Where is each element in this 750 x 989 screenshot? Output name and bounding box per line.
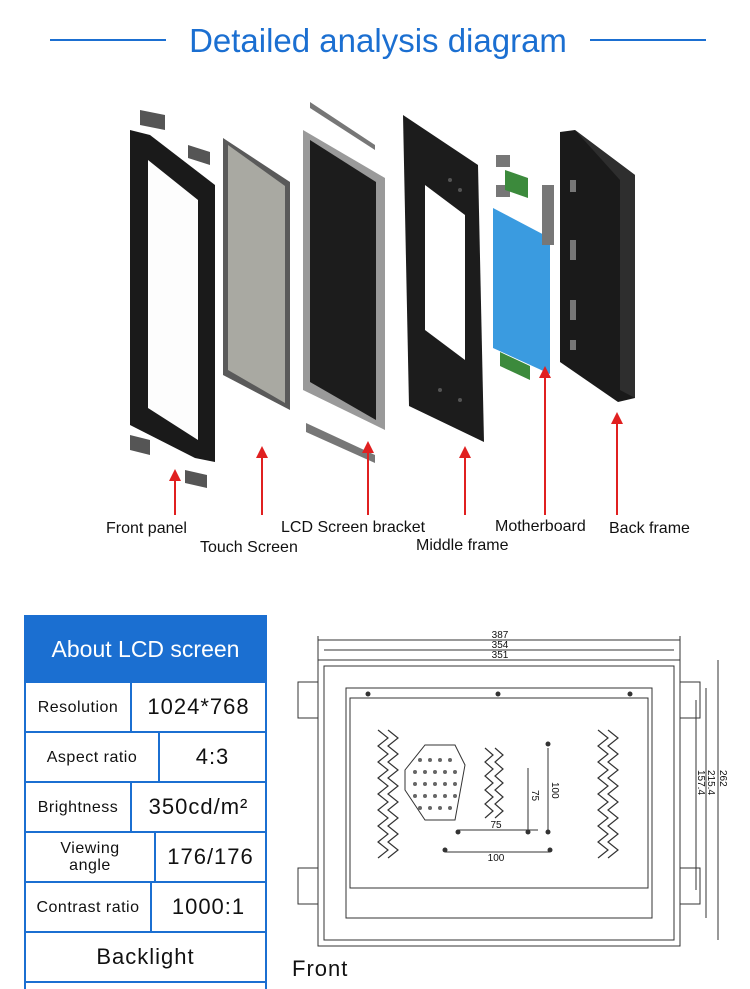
front-dimension-drawing: 387 354 351 262 215.4 157.4 100 75 75 10… xyxy=(297,630,728,947)
vent-slots xyxy=(377,729,619,859)
spec-value: 1024*768 xyxy=(147,694,250,719)
view-label: Front xyxy=(292,956,349,981)
exploded-view-diagram xyxy=(130,102,635,515)
spec-table-title: About LCD screen xyxy=(26,617,265,681)
header-rule-right xyxy=(590,39,706,41)
back-frame-part xyxy=(560,130,635,402)
dim-height-262: 262 xyxy=(717,770,728,787)
spec-label: Resolution xyxy=(26,683,132,731)
dim-vesa-v75: 75 xyxy=(529,790,540,802)
dim-vesa-h100: 100 xyxy=(488,853,505,864)
spec-label: Viewing angle xyxy=(26,833,156,881)
label-middle-frame: Middle frame xyxy=(416,537,509,554)
label-back-frame: Back frame xyxy=(609,520,690,537)
label-lcd-bracket: LCD Screen bracket xyxy=(281,519,426,536)
label-touch-screen: Touch Screen xyxy=(200,539,298,556)
spec-row-aspect: Aspect ratio 4:3 xyxy=(26,731,265,781)
lcd-spec-table: About LCD screen Resolution 1024*768 Asp… xyxy=(24,615,267,989)
spec-value: 1000:1 xyxy=(171,894,246,919)
dim-vesa-v100: 100 xyxy=(549,782,560,799)
spec-value: 350cd/m² xyxy=(148,794,249,819)
dim-height-215: 215.4 xyxy=(705,770,716,795)
header-rule-left xyxy=(50,39,166,41)
dim-vesa-h75: 75 xyxy=(490,820,502,831)
spec-value: 4:3 xyxy=(195,744,230,769)
motherboard-part xyxy=(493,155,554,380)
lcd-bracket-part xyxy=(303,102,385,463)
dim-width-387: 387 xyxy=(492,630,509,641)
spec-row-continued xyxy=(26,981,265,989)
spec-row-contrast: Contrast ratio 1000:1 xyxy=(26,881,265,931)
spec-value: 176/176 xyxy=(167,844,254,869)
spec-label: Aspect ratio xyxy=(26,733,160,781)
spec-label: Contrast ratio xyxy=(26,883,152,931)
spec-row-resolution: Resolution 1024*768 xyxy=(26,681,265,731)
dim-width-354: 354 xyxy=(492,640,509,651)
label-front-panel: Front panel xyxy=(106,520,187,537)
touch-screen-part xyxy=(223,138,290,410)
speaker-grill xyxy=(404,744,466,821)
middle-frame-part xyxy=(403,115,484,442)
spec-row-brightness: Brightness 350cd/m² xyxy=(26,781,265,831)
front-panel-part xyxy=(130,110,215,488)
dim-height-157: 157.4 xyxy=(695,770,706,795)
spec-row-viewing: Viewing angle 176/176 xyxy=(26,831,265,881)
spec-row-backlight: Backlight xyxy=(26,931,265,981)
speaker-holes xyxy=(413,758,457,810)
page-title: Detailed analysis diagram xyxy=(189,22,567,59)
label-motherboard: Motherboard xyxy=(495,518,586,535)
dim-width-351: 351 xyxy=(492,650,509,661)
spec-label: Brightness xyxy=(26,783,132,831)
